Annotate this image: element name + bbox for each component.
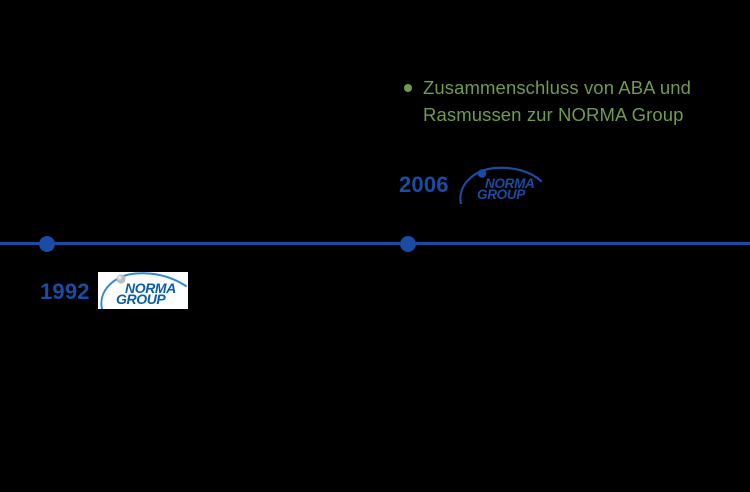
timeline-node-1992[interactable] bbox=[39, 236, 55, 252]
svg-text:NORMA: NORMA bbox=[125, 280, 176, 296]
event-description: Zusammenschluss von ABA und Rasmussen zu… bbox=[423, 77, 692, 125]
norma-group-logo-mark: NORMA GROUP bbox=[459, 166, 543, 204]
timeline-event-2006: Zusammenschluss von ABA und Rasmussen zu… bbox=[404, 74, 714, 128]
norma-group-logo-1992: NORMA GROUP bbox=[98, 272, 188, 309]
event-bullet-row: Zusammenschluss von ABA und Rasmussen zu… bbox=[404, 74, 714, 128]
year-label-2006: 2006 bbox=[399, 172, 449, 197]
norma-group-logo-2006: NORMA GROUP bbox=[455, 166, 547, 204]
svg-text:GROUP: GROUP bbox=[116, 291, 166, 307]
svg-text:GROUP: GROUP bbox=[477, 187, 526, 202]
norma-group-logo-mark: NORMA GROUP bbox=[98, 272, 188, 309]
timeline-axis bbox=[0, 242, 750, 245]
year-label-1992: 1992 bbox=[40, 279, 90, 304]
svg-text:NORMA: NORMA bbox=[485, 176, 535, 191]
bullet-dot-icon bbox=[404, 84, 412, 92]
timeline-node-2006[interactable] bbox=[400, 236, 416, 252]
